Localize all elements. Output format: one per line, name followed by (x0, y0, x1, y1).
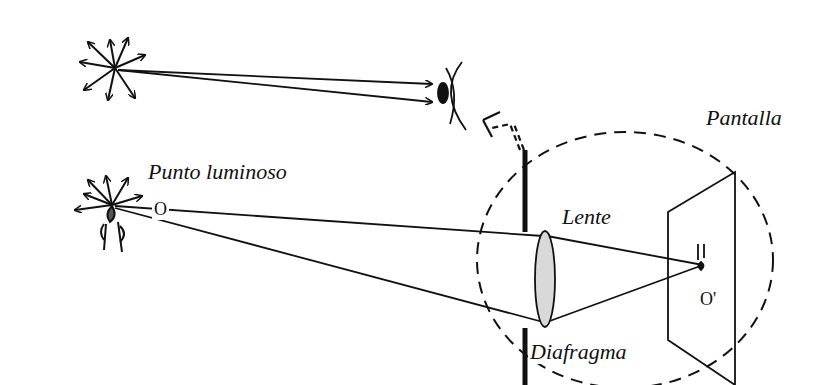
eye (438, 62, 466, 130)
diaphragm (523, 150, 528, 385)
part-label: Lente (560, 205, 613, 229)
screen (668, 172, 735, 385)
caption-label: Punto luminoso (146, 160, 289, 184)
lens (535, 231, 555, 327)
dashed-arrow (483, 112, 524, 150)
light-rays-top (118, 70, 432, 102)
point-label: O (152, 200, 169, 220)
light-rays-object (115, 206, 703, 322)
point-label: O' (698, 290, 718, 310)
candle (101, 206, 124, 252)
part-label: Diafragma (528, 340, 629, 364)
light-point-object (75, 176, 142, 210)
part-label: Pantalla (704, 106, 784, 130)
light-point-top (80, 38, 145, 100)
dashed-circle (477, 132, 773, 385)
candle-image (698, 244, 704, 270)
